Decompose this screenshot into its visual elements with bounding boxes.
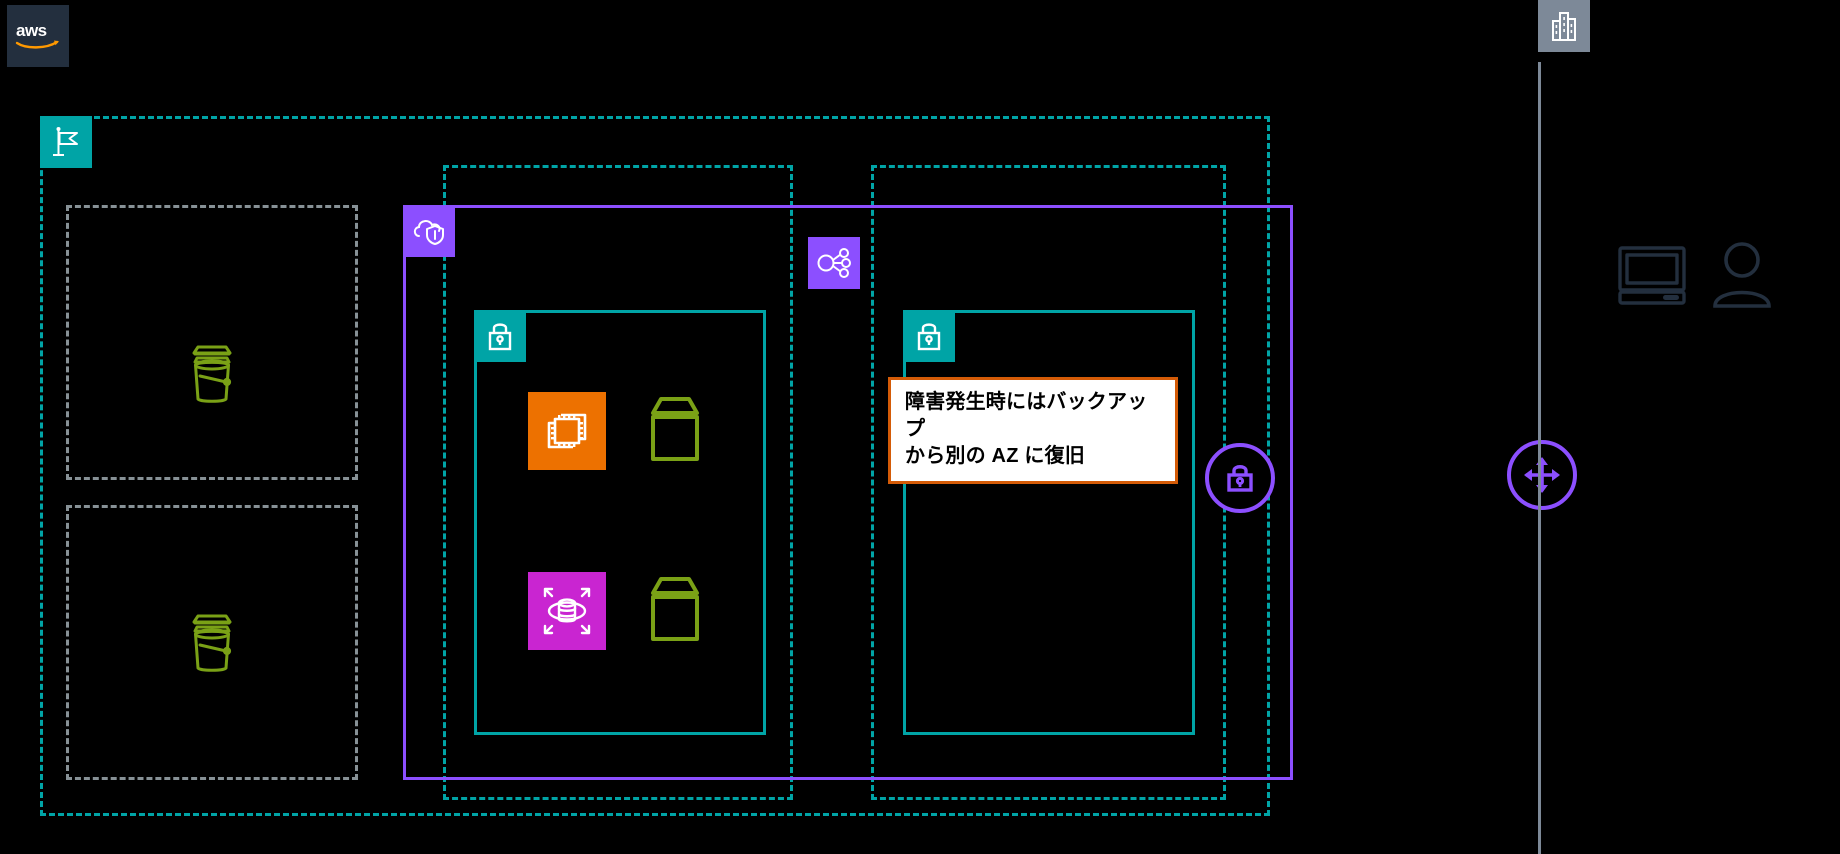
s3-group-1-boundary	[66, 205, 358, 480]
security-lock-node-icon	[1205, 443, 1275, 513]
client-computer-icon	[1617, 245, 1695, 305]
corporate-boundary-line	[1538, 62, 1541, 854]
vpc-boundary	[403, 205, 1293, 780]
internet-gateway-icon	[1507, 440, 1577, 510]
corporate-data-center-icon	[1538, 0, 1590, 52]
s3-group-2-boundary	[66, 505, 358, 780]
annotation-line-2: から別の AZ に復旧	[905, 445, 1085, 467]
private-subnet-lock-icon	[903, 310, 955, 362]
s3-bucket-icon	[186, 343, 238, 405]
annotation-line-1: 障害発生時にはバックアップ	[905, 391, 1148, 440]
vpc-endpoint-icon	[808, 237, 860, 289]
svg-text:aws: aws	[16, 21, 47, 40]
vpc-cloud-shield-icon	[403, 205, 455, 257]
ebs-volume-icon	[645, 573, 705, 647]
failover-annotation: 障害発生時にはバックアップ から別の AZ に復旧	[888, 377, 1178, 484]
user-icon	[1711, 240, 1773, 310]
private-subnet-lock-icon	[474, 310, 526, 362]
private-subnet-1-boundary	[474, 310, 766, 735]
private-subnet-2-boundary	[903, 310, 1195, 735]
ec2-instance-icon	[528, 392, 606, 470]
availability-zone-1-boundary	[443, 165, 793, 800]
s3-bucket-icon	[186, 612, 238, 674]
region-flag-icon	[40, 116, 92, 168]
rds-elastic-database-icon	[528, 572, 606, 650]
ebs-volume-icon	[645, 393, 705, 467]
aws-logo: aws	[7, 5, 69, 67]
